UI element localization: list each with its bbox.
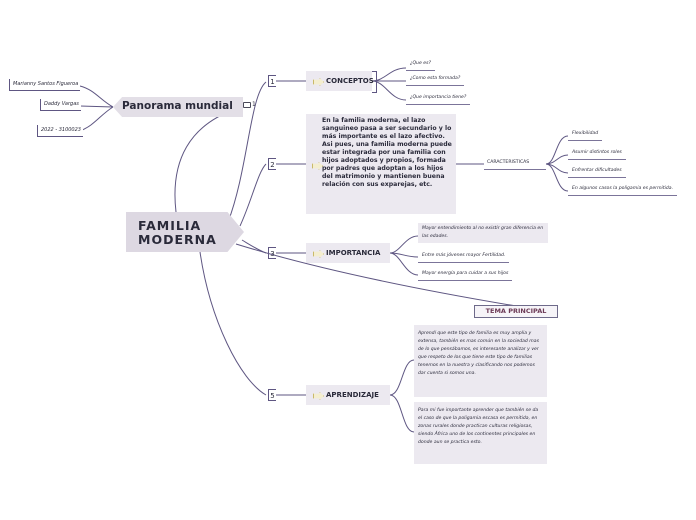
branch-importancia[interactable]: IMPORTANCIA: [306, 243, 390, 263]
connector-branch-1: [227, 81, 267, 223]
connector-panorama: [174, 108, 237, 213]
connector-concepto-3: [371, 80, 407, 101]
importancia-item-3[interactable]: Mayor energía para cuidar a sus hijos: [418, 268, 513, 281]
aprendizaje-item-1[interactable]: Aprendí que este tipo de familia es muy …: [414, 325, 547, 397]
concepto-item-1[interactable]: ¿Que es?: [406, 58, 435, 71]
arrow-icon: [313, 392, 324, 400]
branch-number-5: 5: [268, 389, 276, 401]
familia-description-text: En la familia moderna, el lazo sanguineo…: [322, 117, 452, 188]
tema-principal-label[interactable]: TEMA PRINCIPAL: [474, 305, 558, 318]
connector-concepto-1: [371, 67, 407, 82]
central-topic[interactable]: FAMILIA MODERNA: [126, 212, 244, 252]
connector-imp-2: [389, 252, 419, 258]
aprendizaje-item-2[interactable]: Para mi fue importante aprender que tamb…: [414, 402, 547, 464]
caract-item-1[interactable]: Flexibilidad: [568, 128, 603, 141]
arrow-icon: [313, 78, 324, 86]
connector-branch-5: [199, 251, 267, 396]
note-icon[interactable]: [243, 102, 251, 108]
branch-number-3: 3: [268, 247, 276, 259]
branch-aprendizaje[interactable]: APRENDIZAJE: [306, 385, 390, 405]
importancia-item-1[interactable]: Mayor entendimiento al no existir gran d…: [418, 223, 548, 243]
connector-imp-3: [389, 252, 419, 276]
caract-item-3[interactable]: Enfrentar dificultades: [568, 165, 626, 178]
connector-tag-2: [79, 105, 114, 108]
connector-tag-3: [79, 106, 114, 132]
connector-tag-1: [79, 85, 114, 108]
tag-author[interactable]: Marianny Santos Figueroa: [9, 79, 81, 91]
connector-apr-1: [389, 359, 415, 396]
caracteristicas-topic[interactable]: CARACTERISTICAS: [484, 158, 546, 170]
caract-item-2[interactable]: Asumir distintos roles: [568, 147, 626, 160]
connector-caract-1: [545, 135, 569, 165]
caract-item-4[interactable]: En algunos casos la poligamia es permiti…: [568, 183, 678, 196]
connector-caract-4: [545, 163, 569, 192]
panorama-topic[interactable]: Panorama mundial: [113, 97, 243, 117]
concepto-item-2[interactable]: ¿Como esta formada?: [406, 73, 465, 86]
branch-number-2: 2: [268, 158, 276, 170]
branch-conceptos-bracket: [372, 71, 377, 93]
concepto-item-3[interactable]: ¿Que importancia tiene?: [406, 92, 471, 105]
connector-branch-2: [239, 163, 267, 227]
branch-familia-description[interactable]: En la familia moderna, el lazo sanguineo…: [306, 114, 456, 214]
branch-importancia-label: IMPORTANCIA: [326, 249, 381, 257]
note-count: 1: [252, 101, 256, 108]
connector-imp-1: [389, 235, 419, 254]
branch-conceptos-label: CONCEPTOS: [326, 77, 374, 85]
branch-aprendizaje-label: APRENDIZAJE: [326, 391, 379, 399]
connector-apr-2: [389, 394, 415, 433]
tag-id[interactable]: 2022 - 3100023: [37, 125, 83, 137]
tag-coauthor[interactable]: Daddy Vargas: [40, 99, 81, 111]
arrow-icon: [313, 250, 324, 258]
importancia-item-2[interactable]: Entre más jóvenes mayor Fertilidad.: [418, 250, 510, 263]
branch-number-1: 1: [268, 75, 276, 87]
branch-conceptos[interactable]: CONCEPTOS: [306, 71, 374, 91]
